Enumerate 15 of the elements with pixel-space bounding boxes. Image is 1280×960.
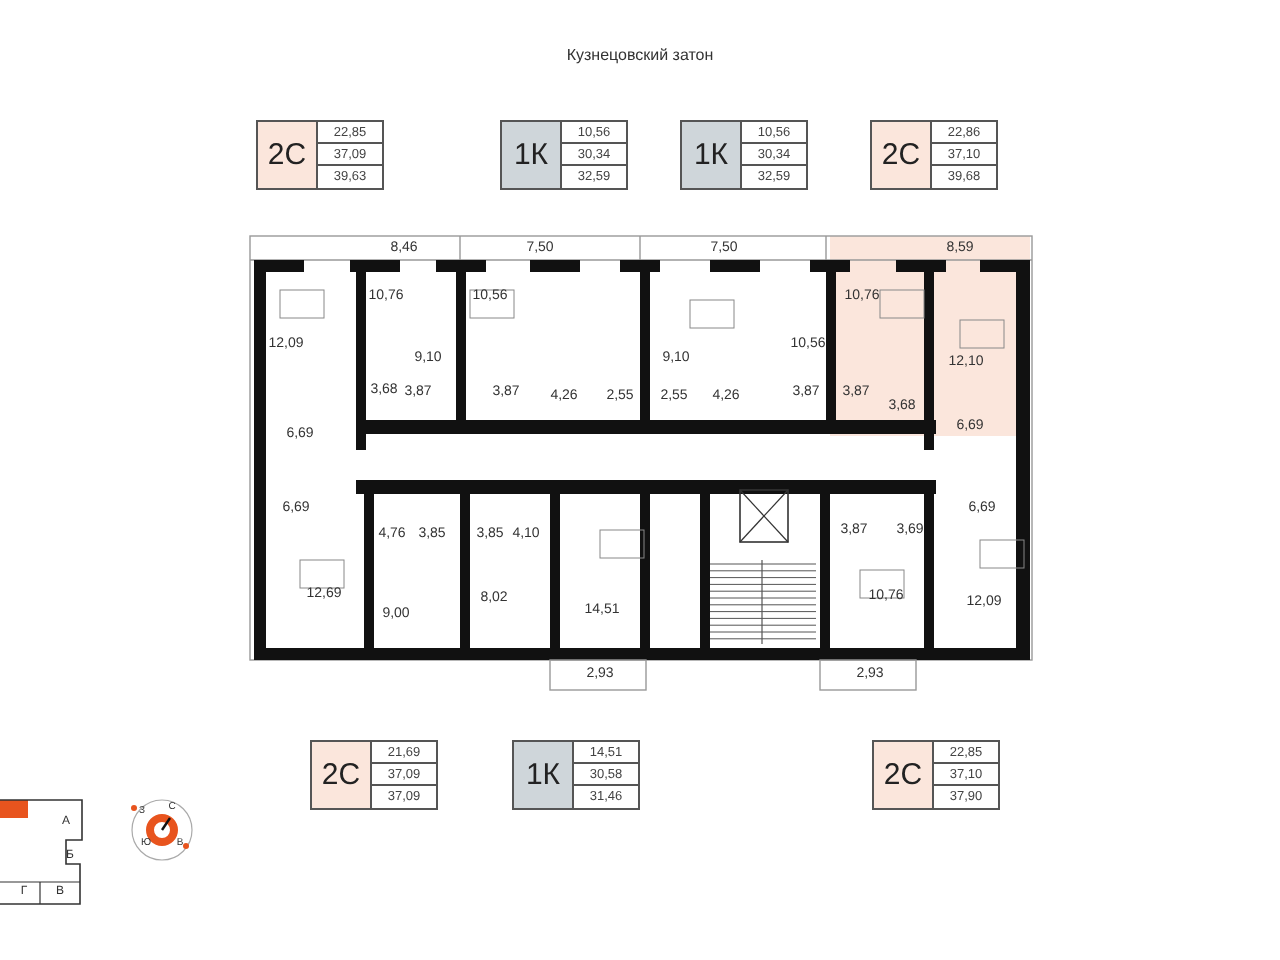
apartment-type: 1К <box>525 760 561 790</box>
apartment-type: 2С <box>881 140 921 170</box>
apartment-type: 2С <box>883 760 923 790</box>
apartment-badge <box>500 120 628 190</box>
apartment-type: 1К <box>513 140 549 170</box>
apartment-type: 1К <box>693 140 729 170</box>
apartment-badge <box>680 120 808 190</box>
street-label: Кузнецовский затон <box>566 48 714 64</box>
apartment-badge <box>256 120 384 190</box>
apartment-type: 2С <box>267 140 307 170</box>
apartment-type: 2С <box>321 760 361 790</box>
apartment-badge <box>310 740 438 810</box>
apartment-badge <box>872 740 1000 810</box>
apartment-badge <box>512 740 640 810</box>
apartment-badge <box>870 120 998 190</box>
